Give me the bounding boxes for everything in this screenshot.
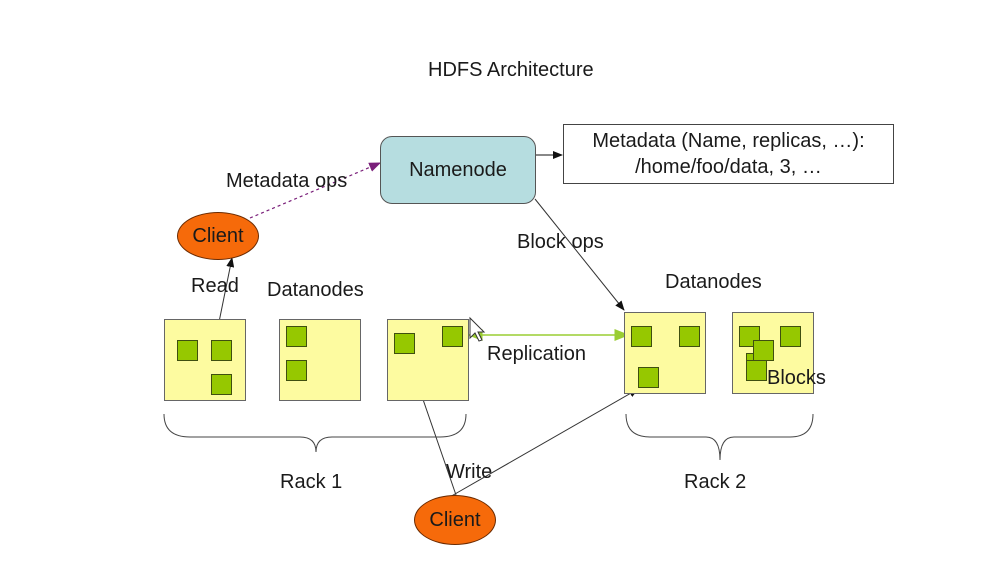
metadata-box: Metadata (Name, replicas, …): /home/foo/… <box>563 124 894 184</box>
block <box>177 340 198 361</box>
blocks-label: Blocks <box>767 367 826 389</box>
block <box>394 333 415 354</box>
rack1-datanode-2[interactable] <box>279 319 361 401</box>
namenode-label: Namenode <box>409 158 507 181</box>
block <box>631 326 652 347</box>
client-writer-label: Client <box>429 508 481 531</box>
write-label: Write <box>446 461 493 483</box>
mouse-cursor-icon <box>469 316 486 342</box>
rack2-datanode-2[interactable] <box>732 312 814 394</box>
block <box>746 360 767 381</box>
rack2-label: Rack 2 <box>684 471 747 493</box>
rack1-datanode-3[interactable] <box>387 319 469 401</box>
read-arrow <box>217 257 235 328</box>
read-label: Read <box>191 275 239 297</box>
block <box>638 367 659 388</box>
block <box>286 326 307 347</box>
client-writer[interactable]: Client <box>414 495 496 545</box>
datanodes-left-label: Datanodes <box>267 279 364 301</box>
namenode-box[interactable]: Namenode <box>380 136 536 204</box>
client-reader[interactable]: Client <box>177 212 259 260</box>
block <box>211 340 232 361</box>
rack1-label: Rack 1 <box>280 471 343 493</box>
metadata-line-1: Metadata (Name, replicas, …): <box>592 130 865 152</box>
block <box>286 360 307 381</box>
rack1-brace <box>163 413 467 453</box>
rack2-brace <box>625 413 814 461</box>
replication-label: Replication <box>487 343 586 365</box>
block-ops-arrow <box>534 198 625 311</box>
block-ops-label: Block ops <box>517 231 604 253</box>
block <box>211 374 232 395</box>
rack2-datanode-1[interactable] <box>624 312 706 394</box>
write-arrow-rack2 <box>447 388 639 499</box>
rack1-datanode-1[interactable] <box>164 319 246 401</box>
diagram-title: HDFS Architecture <box>428 59 594 81</box>
block <box>442 326 463 347</box>
block <box>780 326 801 347</box>
block <box>753 340 774 361</box>
client-reader-label: Client <box>192 224 244 247</box>
metadata-ops-label: Metadata ops <box>226 170 348 192</box>
block <box>679 326 700 347</box>
metadata-line-2: /home/foo/data, 3, … <box>635 156 822 178</box>
datanodes-right-label: Datanodes <box>665 271 762 293</box>
